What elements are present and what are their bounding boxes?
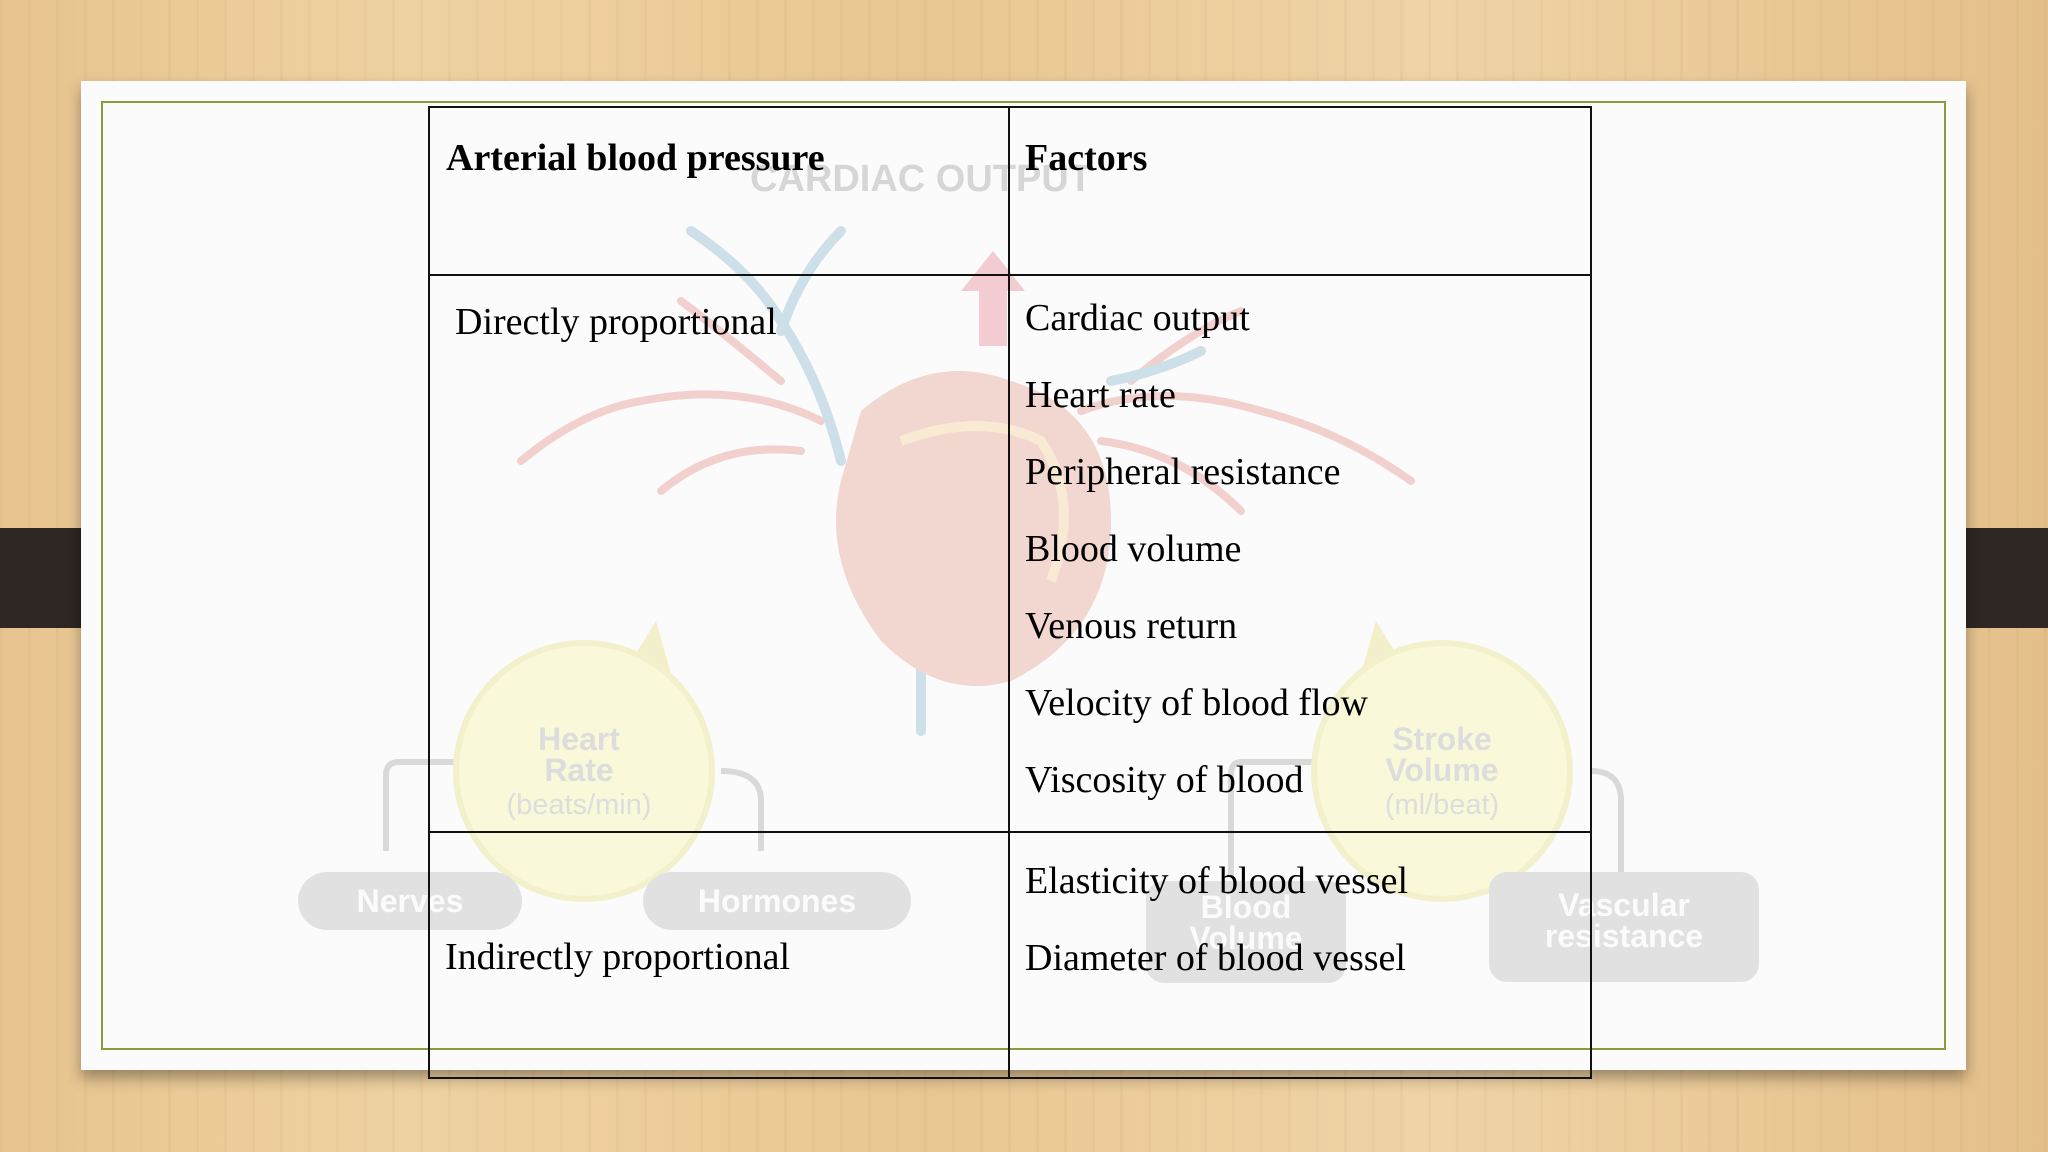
factor-item: Elasticity of blood vessel [1025,860,1409,902]
factors-cell: Elasticity of blood vessel Diameter of b… [1008,831,1592,1079]
indirectly-proportional-label: Indirectly proportional [445,936,791,978]
header-cell-pressure: Arterial blood pressure [428,106,1010,276]
factor-item: Cardiac output [1025,297,1250,339]
factor-item: Venous return [1025,605,1238,647]
factor-item: Viscosity of blood [1025,759,1304,801]
factor-item: Velocity of blood flow [1025,682,1369,724]
row-label-cell: Indirectly proportional [428,831,1010,1079]
slide: CARDIAC OUTPUT Heart Rate (beats/min) St… [81,81,1966,1079]
direct-factors-list: Cardiac output Heart rate Peripheral res… [1010,276,1590,831]
factor-item: Peripheral resistance [1025,451,1341,493]
table-row: Indirectly proportional Elasticity of bl… [428,831,1592,1079]
factor-item: Blood volume [1025,528,1242,570]
table-row: Directly proportional Cardiac output Hea… [428,274,1592,833]
factor-item: Diameter of blood vessel [1025,937,1406,979]
directly-proportional-label: Directly proportional [455,301,777,343]
factors-cell: Cardiac output Heart rate Peripheral res… [1008,274,1592,833]
header-cell-factors: Factors [1008,106,1592,276]
header-arterial-blood-pressure: Arterial blood pressure [446,137,825,179]
factor-item: Heart rate [1025,374,1176,416]
blood-pressure-table: Arterial blood pressure Factors Directly… [428,106,1592,1079]
table-header-row: Arterial blood pressure Factors [428,106,1592,276]
indirect-factors-list: Elasticity of blood vessel Diameter of b… [1010,833,1590,1009]
header-factors: Factors [1025,137,1148,179]
row-label-cell: Directly proportional [428,274,1010,833]
